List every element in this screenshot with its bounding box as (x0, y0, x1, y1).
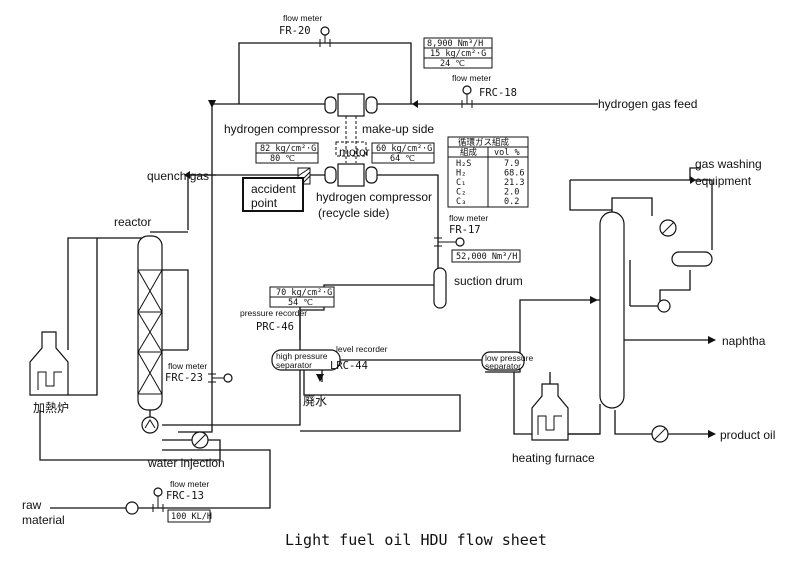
reactor-heater (29, 331, 69, 396)
gas-table-vol: 0.2 (504, 197, 519, 207)
water-injection-label: water injection (147, 456, 225, 470)
motor-label: motor (339, 145, 370, 159)
suction-drum-vessel (433, 267, 447, 309)
recycle-compressor (297, 163, 378, 187)
hydrogen-gas-feed-label: hydrogen gas feed (598, 97, 697, 111)
gas-table-component: C₃ (456, 197, 466, 207)
naphtha-label: naphtha (722, 334, 766, 348)
accident-point-box (242, 177, 304, 212)
gas-table-vol: 7.9 (504, 159, 519, 169)
flow-arrows (184, 100, 716, 438)
reactor-label: reactor (114, 215, 151, 229)
raw-flow-box: 100 KL/H (167, 509, 212, 523)
gas-washing-label-line2: equipment (695, 174, 752, 188)
comp-outlet-temperature: 80 ℃ (270, 154, 295, 164)
gas-table-rows: H₂S 7.9H₂ 68.6C₁ 21.3C₂ 2.0C₃ 0.2 (456, 159, 524, 207)
product-oil-label: product oil (720, 428, 775, 442)
reflux-pump (657, 299, 671, 313)
recycle-gas-composition-table: 循環ガス組成 組成 vol % H₂S 7.9H₂ 68.6C₁ 21.3C₂ 2.0C… (447, 136, 529, 208)
frc18-tag: FRC-18 (479, 87, 517, 99)
makeup-temperature: 24 ℃ (440, 59, 465, 69)
gas-table-component: H₂S (456, 159, 471, 169)
separator-pressure: 70 kg/cm²·G (276, 288, 332, 298)
suction-drum-label: suction drum (454, 274, 523, 288)
diagram-title: Light fuel oil HDU flow sheet (285, 531, 547, 549)
reflux-drum (671, 251, 713, 267)
hp-separator-label-line2: separator (276, 360, 312, 370)
comp-outlet-conditions-box: 82 kg/cm²·G 80 ℃ (255, 142, 319, 164)
frc18-caption: flow meter (452, 73, 491, 83)
frc23-caption: flow meter (168, 361, 207, 371)
fr20-caption: flow meter (283, 13, 322, 23)
raw-label-line2: material (22, 513, 65, 527)
prc46-tag: PRC-46 (256, 321, 294, 333)
quench-gas-label: quench gas (147, 169, 209, 183)
reactor-vessel (137, 235, 163, 411)
comp-inlet-temperature: 64 ℃ (390, 154, 415, 164)
gas-table-vol: 68.6 (504, 169, 524, 179)
makeup-conditions-box: 8,900 Nm³/H 15 kg/cm²·G 24 ℃ (423, 37, 493, 69)
lp-separator (481, 351, 525, 371)
separator-temperature: 54 ℃ (288, 298, 313, 308)
flow-meter-symbols (152, 26, 473, 512)
gas-table-component: C₁ (456, 178, 466, 188)
gas-table-vol: 21.3 (504, 178, 524, 188)
gas-table-title: 循環ガス組成 (458, 137, 510, 148)
heating-furnace-unit (531, 383, 569, 441)
makeup-compressor (324, 93, 378, 117)
fr17-caption: flow meter (449, 213, 488, 223)
accident-label-line2: point (251, 196, 278, 210)
raw-flow-value: 100 KL/H (171, 512, 212, 522)
comp-inlet-pressure: 60 kg/cm²·G (376, 144, 432, 154)
comp-inlet-conditions-box: 60 kg/cm²·G 64 ℃ (371, 142, 435, 164)
product-cooler (651, 425, 669, 443)
level-recorder-caption: level recorder (336, 344, 388, 354)
fr17-flow-value: 52,000 Nm³/H (456, 252, 517, 262)
lrc44-tag: LRC-44 (330, 360, 368, 372)
fr17-flow-box: 52,000 Nm³/H (451, 249, 521, 263)
recycle-side-label: (recycle side) (318, 206, 389, 220)
gas-table-header-vol: vol % (494, 148, 520, 158)
lp-separator-label-line2: separator (485, 361, 521, 371)
comp-outlet-pressure: 82 kg/cm²·G (260, 144, 316, 154)
gas-table-component: H₂ (456, 169, 466, 179)
frc23-tag: FRC-23 (165, 372, 203, 384)
fr17-tag: FR-17 (449, 224, 481, 236)
heating-furnace-label: heating furnace (512, 451, 595, 465)
gas-table-header-component: 組成 (460, 147, 478, 158)
gas-washing-label-line1: gas washing (695, 157, 762, 171)
pressure-recorder-caption: pressure recorder (240, 308, 307, 318)
frc13-caption: flow meter (170, 479, 209, 489)
makeup-flow: 8,900 Nm³/H (427, 39, 483, 49)
accident-label-line1: accident (251, 182, 296, 196)
frc13-tag: FRC-13 (166, 490, 204, 502)
waste-water-label: 廃水 (303, 393, 327, 408)
heater-jp-label: 加熱炉 (33, 401, 69, 415)
makeup-side-label: make-up side (362, 122, 434, 136)
distillation-column (599, 211, 625, 409)
makeup-pressure: 15 kg/cm²·G (430, 49, 486, 59)
makeup-compressor-label: hydrogen compressor (224, 122, 340, 136)
labels: flow meter FR-20 flow meter FRC-18 hydro… (22, 13, 775, 527)
gas-table-component: C₂ (456, 188, 466, 198)
overhead-condenser (659, 219, 677, 237)
piping (39, 42, 715, 509)
fr20-tag: FR-20 (279, 25, 311, 37)
hp-separator-label-line1: high pressure (276, 351, 328, 361)
feed-pump (125, 501, 139, 515)
gas-table-vol: 2.0 (504, 188, 519, 198)
raw-label-line1: raw (22, 498, 42, 512)
hp-separator (271, 349, 341, 371)
separator-conditions-box: 70 kg/cm²·G 54 ℃ (269, 286, 335, 308)
recycle-compressor-label: hydrogen compressor (316, 190, 432, 204)
reactor-exchanger (141, 416, 209, 449)
motor (335, 141, 367, 157)
lp-separator-label-line1: low pressure (485, 353, 533, 363)
